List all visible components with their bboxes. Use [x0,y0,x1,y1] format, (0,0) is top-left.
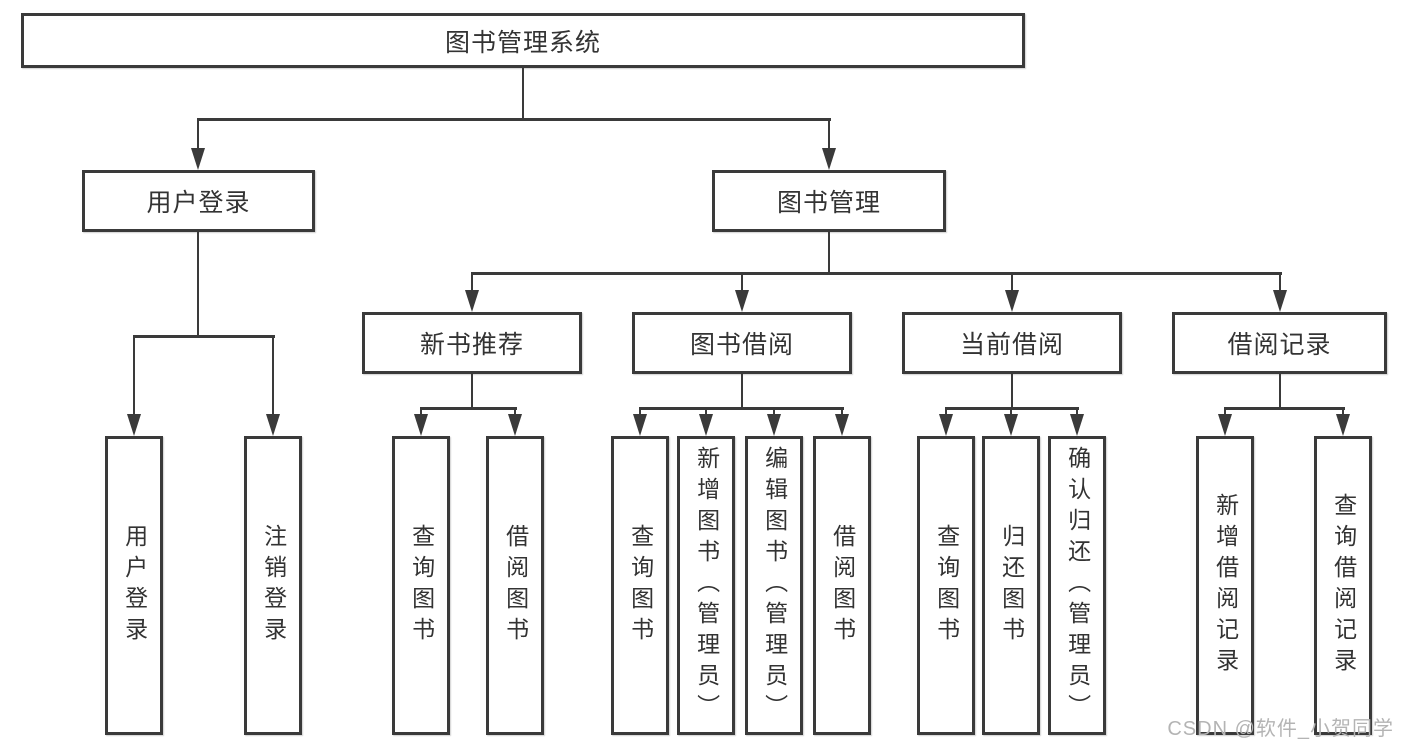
line [419,407,423,417]
line [638,407,844,410]
arrow-down-icon [1070,414,1084,436]
line [419,407,517,410]
node-borrow-records: 借阅记录 [1172,312,1387,374]
leaf-label: 用户登录 [121,523,148,648]
line [521,68,525,120]
line [704,407,708,417]
arrow-down-icon [822,148,836,170]
node-label: 用户登录 [146,189,251,217]
leaf-label: 查询图书 [408,523,435,648]
leaf-label: 编辑图书（管理员） [761,446,788,725]
arrow-down-icon [1004,414,1018,436]
arrow-down-icon [191,148,205,170]
node-book-management: 图书管理 [712,170,946,232]
line [1075,407,1079,417]
arrow-down-icon [1336,414,1350,436]
arrow-down-icon [465,290,479,312]
leaf-label: 查询图书 [933,523,960,648]
line [1010,374,1014,409]
leaf-label: 借阅图书 [502,523,529,648]
arrow-down-icon [699,414,713,436]
line [470,272,474,292]
arrow-down-icon [735,290,749,312]
node-current-borrowing: 当前借阅 [902,312,1122,374]
arrow-down-icon [835,414,849,436]
line [1009,407,1013,417]
line [271,335,275,416]
line [132,335,275,338]
leaf-query-books-borrowing: 查询图书 [611,436,669,735]
leaf-label: 查询借阅记录 [1330,492,1357,679]
node-label: 图书借阅 [689,331,794,359]
line [513,407,517,417]
arrow-down-icon [1273,290,1287,312]
leaf-edit-books-admin: 编辑图书（管理员） [745,436,803,735]
leaf-label: 查询图书 [627,523,654,648]
leaf-query-books-current: 查询图书 [917,436,975,735]
line [1010,272,1014,292]
line [196,118,831,121]
line [1223,407,1227,417]
arrow-down-icon [767,414,781,436]
leaf-label: 新增图书（管理员） [693,446,720,725]
line [944,407,948,417]
line [740,374,744,409]
node-label: 借阅记录 [1227,331,1332,359]
leaf-confirm-return-admin: 确认归还（管理员） [1048,436,1106,735]
arrow-down-icon [127,414,141,436]
node-new-book-recommend: 新书推荐 [362,312,582,374]
line [772,407,776,417]
line [1278,374,1282,409]
line [827,118,831,150]
leaf-label: 新增借阅记录 [1212,492,1239,679]
line [638,407,642,417]
leaf-borrow-books-recommend: 借阅图书 [486,436,544,735]
leaf-add-books-admin: 新增图书（管理员） [677,436,735,735]
arrow-down-icon [633,414,647,436]
line [132,335,136,416]
line [470,374,474,409]
node-user-login: 用户登录 [82,170,315,232]
leaf-logout: 注销登录 [244,436,302,735]
leaf-label: 注销登录 [260,523,287,648]
leaf-return-books: 归还图书 [982,436,1040,735]
node-label: 新书推荐 [419,331,524,359]
leaf-label: 借阅图书 [829,523,856,648]
leaf-label: 归还图书 [998,523,1025,648]
node-book-borrowing: 图书借阅 [632,312,852,374]
leaf-label: 确认归还（管理员） [1064,446,1091,725]
line [740,272,744,292]
line [1341,407,1345,417]
leaf-user-login: 用户登录 [105,436,163,735]
node-library-management-system: 图书管理系统 [21,13,1025,68]
node-label: 图书管理系统 [444,28,601,57]
leaf-query-books-recommend: 查询图书 [392,436,450,735]
line [827,232,831,274]
arrow-down-icon [1218,414,1232,436]
arrow-down-icon [508,414,522,436]
leaf-borrow-books-borrowing: 借阅图书 [813,436,871,735]
arrow-down-icon [414,414,428,436]
line [196,118,200,150]
line [1278,272,1282,292]
arrow-down-icon [266,414,280,436]
leaf-add-borrow-record: 新增借阅记录 [1196,436,1254,735]
line [196,232,200,337]
line [840,407,844,417]
node-label: 当前借阅 [959,331,1064,359]
line [470,272,1282,275]
node-label: 图书管理 [776,189,881,217]
leaf-query-borrow-record: 查询借阅记录 [1314,436,1372,735]
arrow-down-icon [939,414,953,436]
csdn-watermark: CSDN @软件_小贺同学 [1167,718,1394,740]
arrow-down-icon [1005,290,1019,312]
line [1223,407,1345,410]
